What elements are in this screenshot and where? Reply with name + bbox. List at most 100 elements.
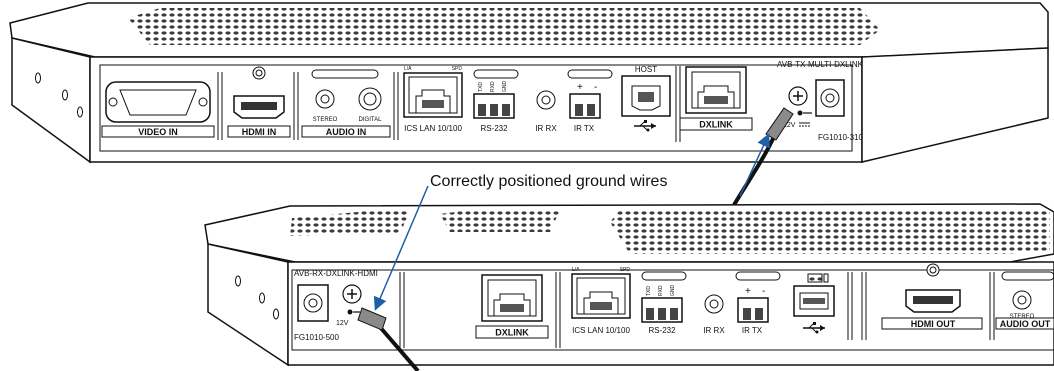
host-usb-port <box>621 75 671 117</box>
stereo-label: STEREO <box>313 117 338 123</box>
rx-rs232-slot <box>641 271 687 281</box>
rx-ir-tx-slot <box>735 271 781 281</box>
spd-label: SPD <box>452 66 463 72</box>
rx-ir-tx-port <box>737 297 769 323</box>
ir-rx-jack <box>536 90 556 110</box>
tx-port-panel <box>99 64 853 152</box>
rx-side-hole <box>235 275 241 287</box>
callout-arrow-tx <box>739 133 770 197</box>
txd-label: TXD <box>478 82 484 92</box>
tx-unit: VIDEO IN HDMI IN STEREO DIGITAL AUDIO IN… <box>9 2 1049 207</box>
rx-ics-lan-label: ICS LAN 10/100 <box>572 326 630 335</box>
tx-chassis-side <box>11 37 91 164</box>
ir-tx-minus: - <box>594 82 597 93</box>
tx-vent <box>128 8 880 45</box>
hdmi-out-label: HDMI OUT <box>911 319 956 329</box>
rx-side-hole <box>273 308 279 320</box>
rx-ground-symbol-icon <box>347 309 360 315</box>
rx-rxd-label: RXD <box>658 285 664 296</box>
ir-tx-label: IR TX <box>574 124 595 133</box>
rx-voltage-label: 12V <box>336 320 349 327</box>
hdmi-in-label-box <box>227 125 291 138</box>
rx-model-label: AVB-RX-DXLINK-HDMI <box>294 269 378 278</box>
tx-ground-wire-sleeve <box>765 107 794 141</box>
tx-dxlink-port <box>685 66 747 114</box>
rx-vent <box>440 210 560 232</box>
rx-dxlink-port <box>481 274 543 322</box>
hdmi-in-port <box>233 66 285 119</box>
rx-side-hole <box>259 292 265 304</box>
audio-out-label-box <box>995 317 1054 330</box>
rx-ir-tx-minus: - <box>762 286 765 297</box>
audio-in-label-box <box>301 125 391 138</box>
digital-label: DIGITAL <box>359 117 383 123</box>
audio-in-label: AUDIO IN <box>326 127 367 137</box>
rx-ics-lan-port <box>571 273 631 319</box>
video-in-label-box <box>101 125 215 138</box>
rx-usb-port <box>793 273 835 317</box>
rx-gnd-label: GND <box>670 285 676 297</box>
tx-dxlink-label-box <box>679 117 753 131</box>
rx-spd-label: SPD <box>620 267 631 273</box>
tx-chassis-end <box>861 47 1049 163</box>
audio-out-label: AUDIO OUT <box>1000 319 1051 329</box>
rx-power-jack <box>297 284 329 322</box>
rx-dxlink-label-box <box>475 325 549 339</box>
hdmi-in-label: HDMI IN <box>242 127 277 137</box>
la-label: L/A <box>404 66 412 72</box>
rx-usb-icon <box>803 322 825 334</box>
rx-ir-tx-plus: + <box>745 286 751 297</box>
audio-out-jack <box>1012 290 1032 310</box>
rx-part-number: FG1010-500 <box>294 333 339 342</box>
vga-port <box>105 81 211 123</box>
rs232-slot <box>473 69 519 79</box>
digital-jack <box>358 87 382 111</box>
rx-ir-tx-label: IR TX <box>742 326 763 335</box>
rx-ground-wire-sleeve <box>357 307 387 331</box>
gnd-label: GND <box>502 81 508 93</box>
rs232-label: RS-232 <box>480 124 508 133</box>
rx-la-label: L/A <box>572 267 580 273</box>
ir-tx-plus: + <box>577 82 583 93</box>
ir-rx-label: IR RX <box>535 124 557 133</box>
tx-power-jack <box>815 79 845 117</box>
ir-tx-slot <box>567 69 613 79</box>
hdmi-out-port <box>905 263 961 313</box>
rx-vent <box>290 210 410 236</box>
rx-rs232-label: RS-232 <box>648 326 676 335</box>
rx-ir-rx-jack <box>704 294 724 314</box>
rx-ground-screw <box>342 284 362 304</box>
tx-ground-symbol-icon <box>797 110 812 116</box>
audio-out-slot <box>1001 271 1054 281</box>
rx-dxlink-label: DXLINK <box>495 328 529 338</box>
tx-model-label: AVB-TX-MULTI-DXLINK <box>777 60 864 69</box>
rx-txd-label: TXD <box>646 286 652 296</box>
ir-tx-port <box>569 93 601 119</box>
video-in-label: VIDEO IN <box>138 127 178 137</box>
tx-side-hole <box>62 89 68 101</box>
tx-voltage-label: 12V <box>783 122 796 129</box>
audio-in-slot <box>311 69 379 79</box>
rs232-port <box>473 93 515 119</box>
rx-unit: AVB-RX-DXLINK-HDMI 12V FG1010-500 <box>204 203 1054 371</box>
rx-ir-rx-label: IR RX <box>703 326 725 335</box>
hdmi-out-label-box <box>881 317 983 330</box>
callout-text: Correctly positioned ground wires <box>430 173 668 190</box>
host-label: HOST <box>635 65 657 74</box>
ics-lan-label: ICS LAN 10/100 <box>404 124 462 133</box>
tx-side-hole <box>35 72 41 84</box>
dc-symbol-icon <box>799 122 810 127</box>
rx-vent <box>610 210 1050 254</box>
tx-part-number: FG1010-310 <box>818 133 863 142</box>
tx-dxlink-label: DXLINK <box>699 120 733 130</box>
rx-port-panel <box>291 269 1054 351</box>
rx-stereo-label: STEREO <box>1010 314 1035 320</box>
tx-ground-screw <box>788 86 808 106</box>
tx-side-hole <box>77 106 83 118</box>
rx-chassis-side <box>207 243 289 367</box>
rxd-label: RXD <box>490 81 496 92</box>
callout-arrow-rx <box>373 185 429 311</box>
stereo-jack <box>315 89 335 109</box>
rx-rs232-port <box>641 297 683 323</box>
